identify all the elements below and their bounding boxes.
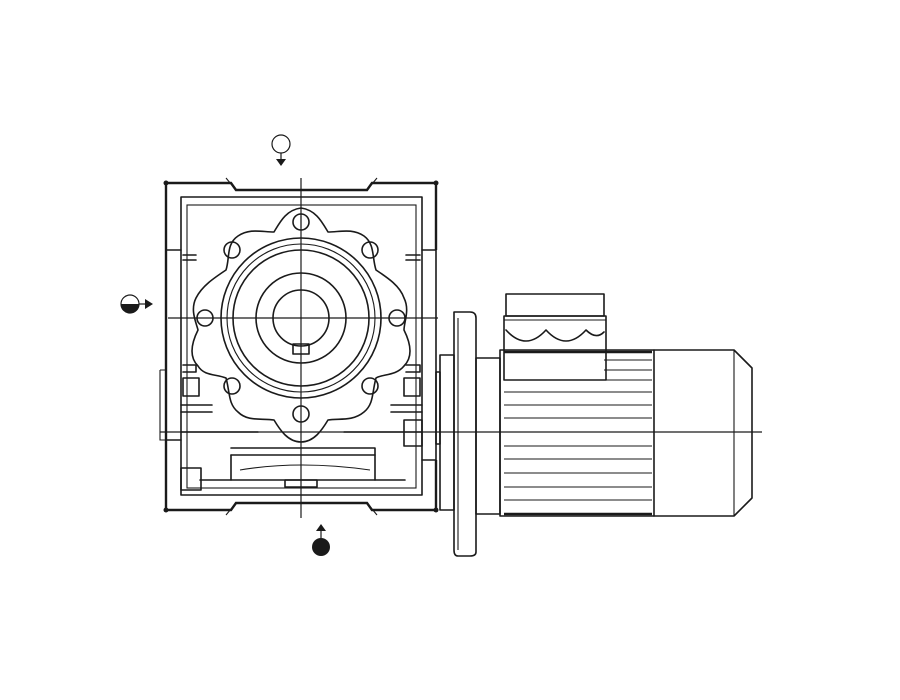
terminal-box <box>503 293 607 381</box>
center-lines <box>160 178 762 518</box>
oil-fill-plug-icon <box>271 134 291 166</box>
oil-level-plug-icon <box>120 294 153 314</box>
oil-drain-plug-icon <box>312 524 330 556</box>
electric-motor <box>499 293 753 517</box>
motor-adapter-flange <box>435 311 501 557</box>
